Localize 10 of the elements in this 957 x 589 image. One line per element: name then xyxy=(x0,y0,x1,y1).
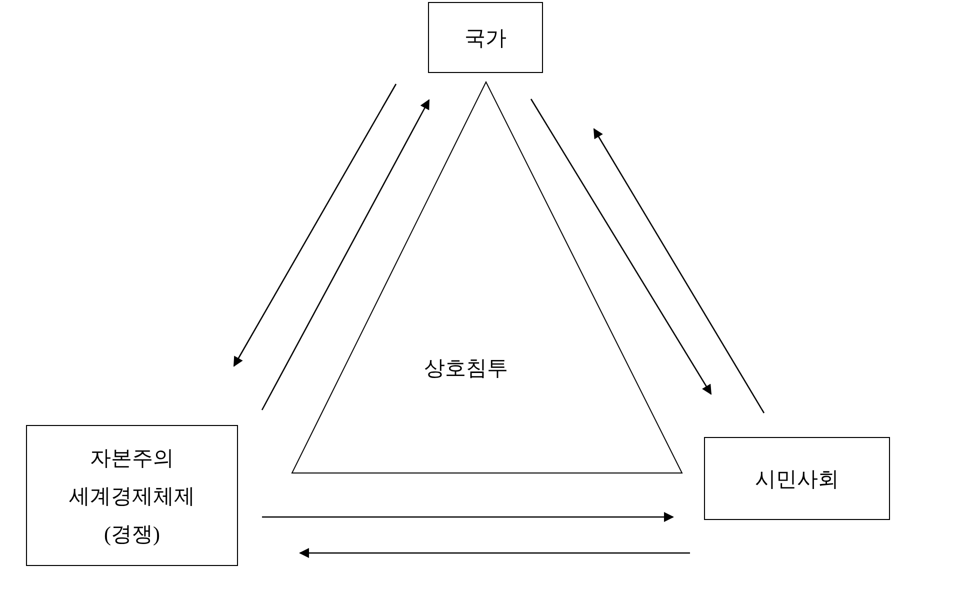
center-label: 상호침투 xyxy=(424,355,508,382)
civil-society-box: 시민사회 xyxy=(704,437,890,520)
arrow xyxy=(261,99,430,410)
world-economy-box: 자본주의 세계경제체제 (경쟁) xyxy=(26,425,238,566)
arrow xyxy=(233,84,397,367)
arrow xyxy=(530,98,712,395)
arrow xyxy=(262,512,674,522)
state-box: 국가 xyxy=(428,2,543,73)
arrow xyxy=(299,548,690,558)
arrow xyxy=(593,128,765,414)
